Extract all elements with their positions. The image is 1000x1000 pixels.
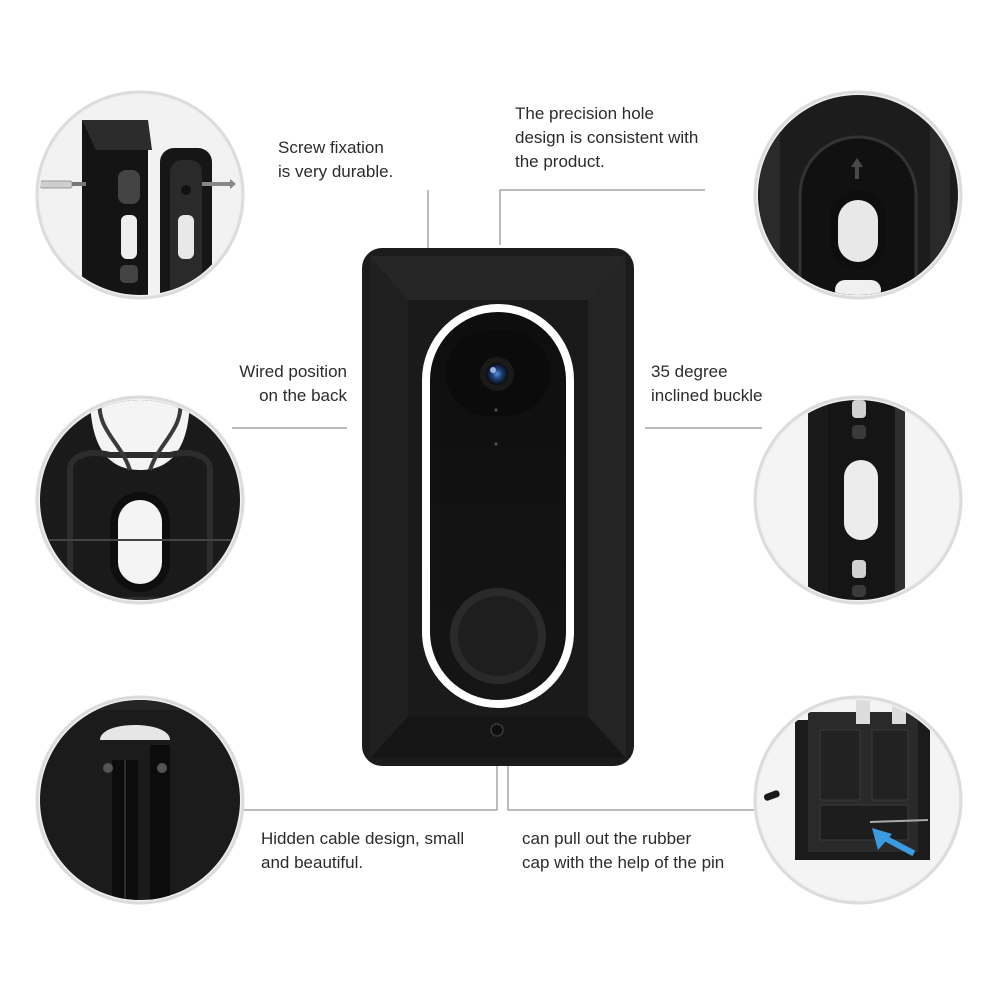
camera-lens-icon <box>486 363 508 385</box>
leader-hole <box>499 189 705 245</box>
callout-line: The precision hole <box>515 104 654 123</box>
detail-rubber-cap-pin <box>753 695 963 905</box>
callout-line: Screw fixation <box>278 138 384 157</box>
callout-line: inclined buckle <box>651 386 763 405</box>
callout-line: Wired position <box>239 362 347 381</box>
doorbell-bracket <box>362 248 634 766</box>
detail-wired-position <box>35 395 245 605</box>
callout-line: is very durable. <box>278 162 394 181</box>
detail-hidden-cable <box>35 695 245 905</box>
callout-rubber-cap-pin: can pull out the rubber cap with the hel… <box>522 827 724 875</box>
callout-line: on the back <box>259 386 347 405</box>
callout-inclined-buckle: 35 degree inclined buckle <box>651 360 763 408</box>
callout-line: 35 degree <box>651 362 728 381</box>
callout-line: the product. <box>515 152 605 171</box>
callout-precision-hole: The precision hole design is consistent … <box>515 102 698 174</box>
callout-hidden-cable: Hidden cable design, small and beautiful… <box>261 827 464 875</box>
callout-screw-fixation: Screw fixation is very durable. <box>278 136 393 184</box>
callout-line: can pull out the rubber <box>522 829 692 848</box>
callout-line: and beautiful. <box>261 853 364 872</box>
callout-line: Hidden cable design, small <box>261 829 465 848</box>
detail-screw-fixation <box>35 90 245 300</box>
screw-icon <box>202 179 236 189</box>
up-arrow-icon <box>851 158 863 179</box>
callout-line: cap with the help of the pin <box>522 853 725 872</box>
detail-precision-hole <box>753 90 963 300</box>
wall-plug-icon <box>40 180 86 189</box>
callout-wired-position: Wired position on the back <box>180 360 347 408</box>
callout-line: design is consistent with <box>515 128 699 147</box>
detail-inclined-buckle <box>753 395 963 605</box>
pin-arrow-icon <box>872 828 916 857</box>
